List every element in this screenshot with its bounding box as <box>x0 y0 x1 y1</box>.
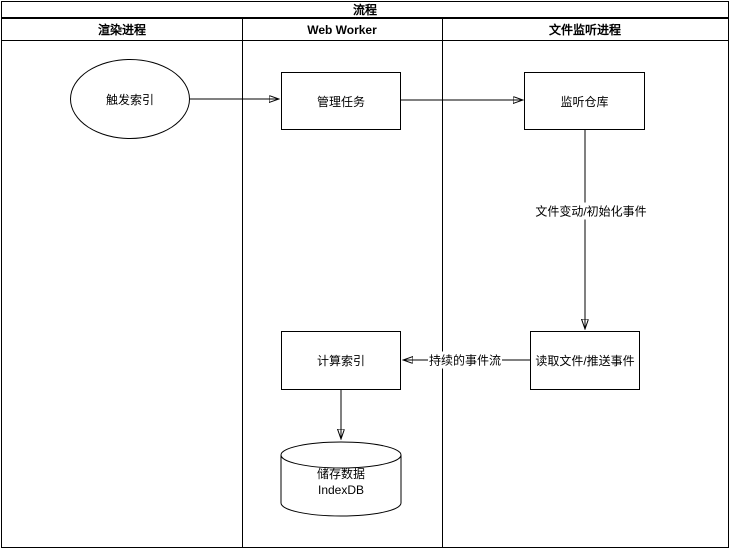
node-read-push-events: 读取文件/推送事件 <box>530 331 640 390</box>
lane-divider-2 <box>442 18 443 547</box>
lane-header-label: Web Worker <box>307 22 377 37</box>
lane-header-label: 渲染进程 <box>97 23 146 37</box>
lane-divider-1 <box>242 18 243 547</box>
node-label: 计算索引 <box>316 354 365 368</box>
lane-header-label: 文件监听进程 <box>548 23 621 37</box>
edge-label-file-events: 文件变动/初始化事件 <box>534 202 648 220</box>
pool-title-label: 流程 <box>352 3 377 17</box>
node-indexdb-store: 储存数据 IndexDB <box>280 441 402 517</box>
node-label: 储存数据 IndexDB <box>280 466 402 498</box>
pool-title: 流程 <box>2 2 728 18</box>
store-label-line1: 储存数据 <box>316 467 365 481</box>
lane-header-file-watcher: 文件监听进程 <box>442 19 728 40</box>
node-trigger-index: 触发索引 <box>70 59 190 139</box>
cylinder-icon <box>280 441 402 517</box>
store-label-line2: IndexDB <box>317 483 365 497</box>
node-label: 管理任务 <box>316 94 365 109</box>
node-watch-repository: 监听仓库 <box>524 72 645 130</box>
node-label: 监听仓库 <box>560 94 609 109</box>
lane-header-web-worker: Web Worker <box>242 19 442 40</box>
lane-header-row: 渲染进程 Web Worker 文件监听进程 <box>2 18 728 41</box>
node-label: 触发索引 <box>105 92 154 107</box>
node-label: 读取文件/推送事件 <box>535 354 635 368</box>
node-compute-index: 计算索引 <box>281 331 401 390</box>
lane-header-render-process: 渲染进程 <box>2 19 242 40</box>
node-manage-tasks: 管理任务 <box>281 72 401 130</box>
edge-label-event-stream: 持续的事件流 <box>427 351 503 369</box>
